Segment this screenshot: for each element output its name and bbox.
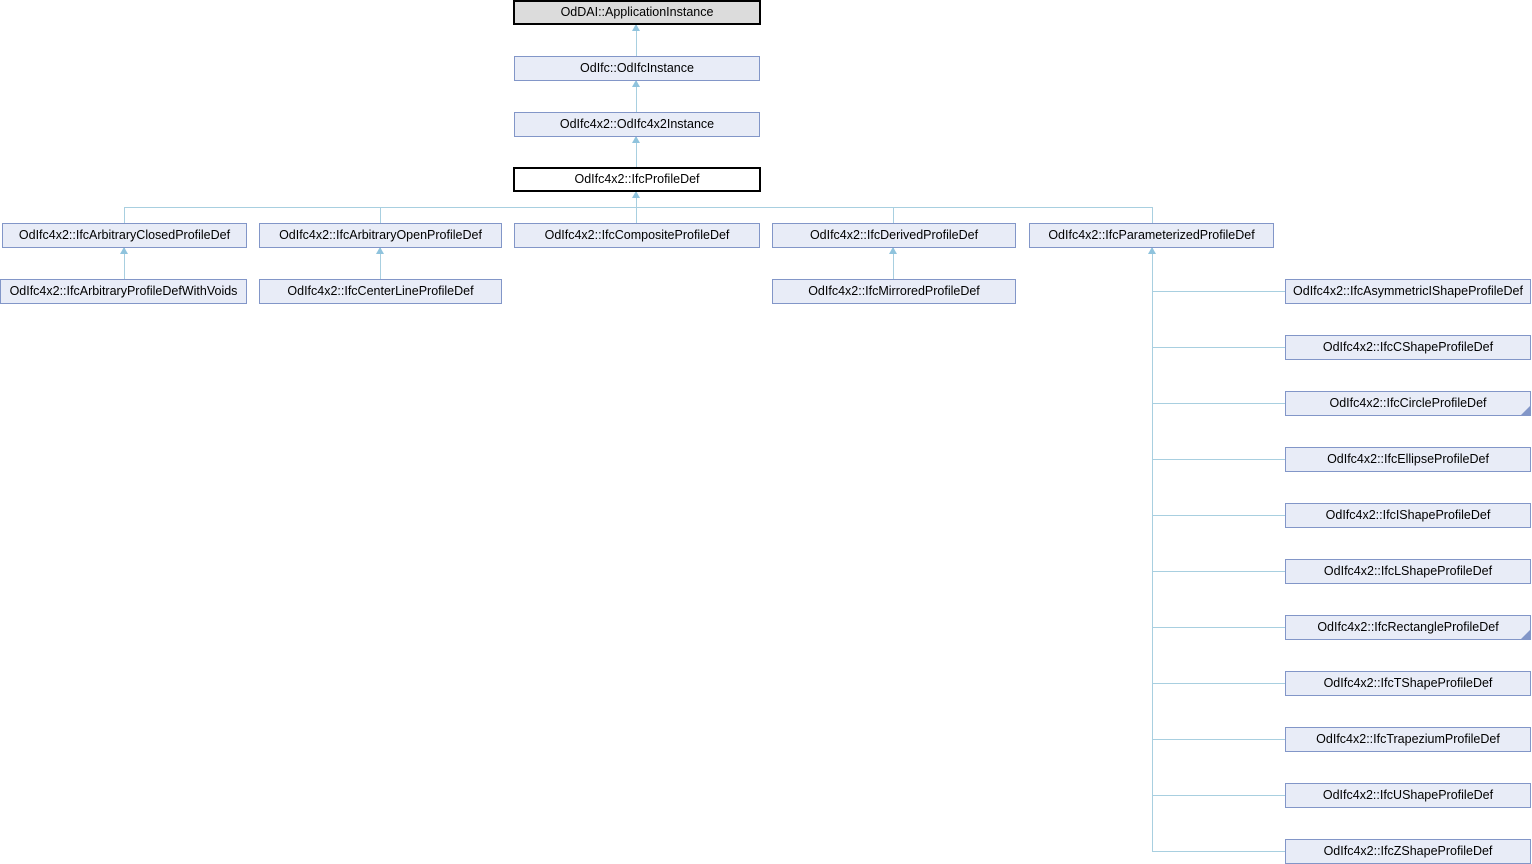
edge-branch-n18 (1152, 627, 1285, 628)
class-node-ifctrapeziumprofiledef[interactable]: OdIfc4x2::IfcTrapeziumProfileDef (1285, 727, 1531, 752)
edge-drop-n5 (380, 207, 381, 223)
class-node-ifcparameterizedprofiledef[interactable]: OdIfc4x2::IfcParameterizedProfileDef (1029, 223, 1274, 248)
arrow-into-n0 (632, 24, 640, 31)
edge-n10-to-n5 (380, 248, 381, 279)
class-node-ifcishapeprofiledef[interactable]: OdIfc4x2::IfcIShapeProfileDef (1285, 503, 1531, 528)
edge-branch-n17 (1152, 571, 1285, 572)
class-node-applicationinstance[interactable]: OdDAI::ApplicationInstance (513, 0, 761, 25)
class-node-ifcarbitraryprofiledefwithvoids[interactable]: OdIfc4x2::IfcArbitraryProfileDefWithVoid… (0, 279, 247, 304)
class-node-ifcarbitraryclosedprofiledef[interactable]: OdIfc4x2::IfcArbitraryClosedProfileDef (2, 223, 247, 248)
class-node-ifccenterlineprofiledef[interactable]: OdIfc4x2::IfcCenterLineProfileDef (259, 279, 502, 304)
edge-n1-to-n0 (636, 25, 637, 56)
edge-branch-n20 (1152, 739, 1285, 740)
edge-branch-n14 (1152, 403, 1285, 404)
class-node-ifcprofiledef: OdIfc4x2::IfcProfileDef (513, 167, 761, 192)
edge-branch-n12 (1152, 291, 1285, 292)
edge-branch-n13 (1152, 347, 1285, 348)
edge-trunk-right (1152, 248, 1153, 852)
edge-branch-n15 (1152, 459, 1285, 460)
class-node-ifcmirroredprofiledef[interactable]: OdIfc4x2::IfcMirroredProfileDef (772, 279, 1016, 304)
class-node-ifcrectangleprofiledef[interactable]: OdIfc4x2::IfcRectangleProfileDef (1285, 615, 1531, 640)
arrow-into-n8 (1148, 247, 1156, 254)
arrow-into-n3 (632, 191, 640, 198)
edge-bus-row2 (124, 207, 1153, 208)
edge-branch-n19 (1152, 683, 1285, 684)
edge-branch-n22 (1152, 851, 1285, 852)
arrow-into-n7 (889, 247, 897, 254)
edge-drop-n6 (636, 207, 637, 223)
class-node-ifcasymmetricishapeprofiledef[interactable]: OdIfc4x2::IfcAsymmetricIShapeProfileDef (1285, 279, 1531, 304)
class-node-odifcinstance[interactable]: OdIfc::OdIfcInstance (514, 56, 760, 81)
class-node-ifclshapeprofiledef[interactable]: OdIfc4x2::IfcLShapeProfileDef (1285, 559, 1531, 584)
class-node-ifctshapeprofiledef[interactable]: OdIfc4x2::IfcTShapeProfileDef (1285, 671, 1531, 696)
arrow-into-n4 (120, 247, 128, 254)
edge-drop-n8 (1152, 207, 1153, 223)
class-node-ifcushapeprofiledef[interactable]: OdIfc4x2::IfcUShapeProfileDef (1285, 783, 1531, 808)
edge-drop-n4 (124, 207, 125, 223)
arrow-into-n2 (632, 136, 640, 143)
class-node-ifcarbitraryopenprofiledef[interactable]: OdIfc4x2::IfcArbitraryOpenProfileDef (259, 223, 502, 248)
class-node-ifccircleprofiledef[interactable]: OdIfc4x2::IfcCircleProfileDef (1285, 391, 1531, 416)
edge-branch-n21 (1152, 795, 1285, 796)
edge-drop-n7 (893, 207, 894, 223)
class-node-ifcderivedprofiledef[interactable]: OdIfc4x2::IfcDerivedProfileDef (772, 223, 1016, 248)
edge-n2-to-n1 (636, 81, 637, 112)
class-node-ifczshapeprofiledef[interactable]: OdIfc4x2::IfcZShapeProfileDef (1285, 839, 1531, 864)
class-node-ifccompositeprofiledef[interactable]: OdIfc4x2::IfcCompositeProfileDef (514, 223, 760, 248)
edge-n3-to-n2 (636, 137, 637, 167)
arrow-into-n1 (632, 80, 640, 87)
edge-n9-to-n4 (124, 248, 125, 279)
arrow-into-n5 (376, 247, 384, 254)
edge-trunk-down-from-n3 (636, 192, 637, 208)
edge-branch-n16 (1152, 515, 1285, 516)
class-node-ifcellipseprofiledef[interactable]: OdIfc4x2::IfcEllipseProfileDef (1285, 447, 1531, 472)
class-node-odifc4x2instance[interactable]: OdIfc4x2::OdIfc4x2Instance (514, 112, 760, 137)
class-node-ifccshapeprofiledef[interactable]: OdIfc4x2::IfcCShapeProfileDef (1285, 335, 1531, 360)
edge-n11-to-n7 (893, 248, 894, 279)
